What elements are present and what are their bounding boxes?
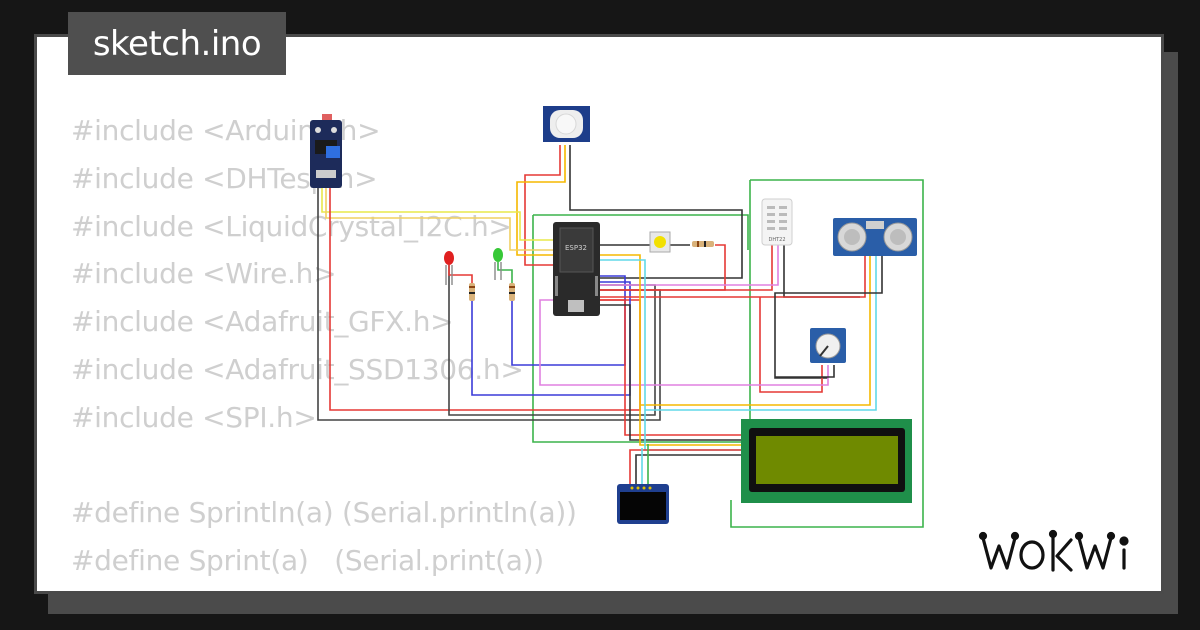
code-line: #define Sprintln(a) (Serial.println(a)): [71, 496, 577, 530]
wokwi-logo: [978, 529, 1129, 572]
file-tab[interactable]: sketch.ino: [68, 12, 286, 75]
code-preview: #include <Arduino.h> #include <DHTesp.h>…: [71, 107, 577, 585]
code-line: #define Sprint(a) (Serial.print(a)): [71, 544, 544, 578]
code-line: #include <LiquidCrystal_I2C.h>: [71, 209, 512, 243]
code-line: #include <Adafruit_SSD1306.h>: [71, 352, 524, 386]
code-line: #include <Adafruit_GFX.h>: [71, 305, 454, 339]
code-line: [71, 442, 577, 490]
preview-card: #include <Arduino.h> #include <DHTesp.h>…: [34, 34, 1164, 594]
code-line: #include <SPI.h>: [71, 400, 317, 434]
code-line: #include <Wire.h>: [71, 257, 337, 291]
code-line: #include <Arduino.h>: [71, 114, 381, 147]
code-line: #include <DHTesp.h>: [71, 161, 378, 195]
